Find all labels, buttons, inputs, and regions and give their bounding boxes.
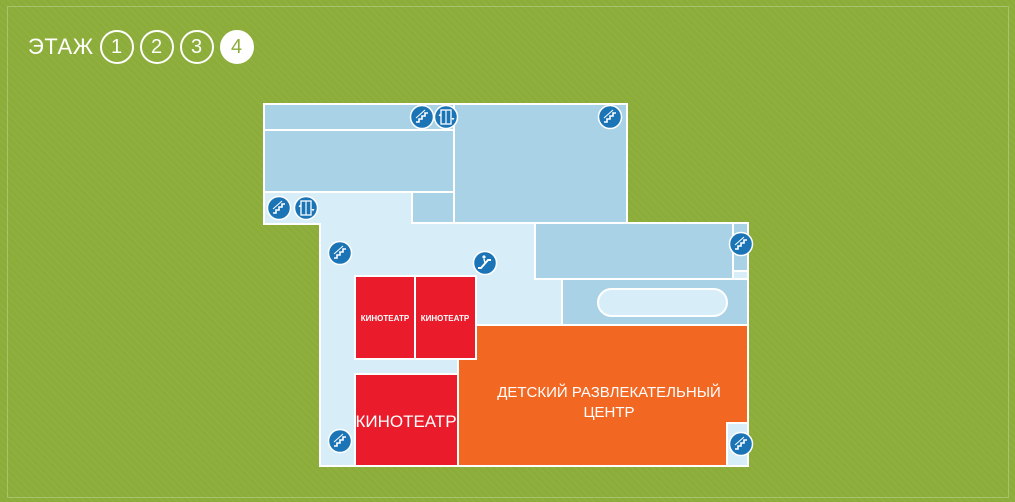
escalator-icon[interactable]	[472, 250, 498, 276]
store-left-block	[263, 129, 455, 193]
elevator-icon[interactable]	[433, 104, 459, 130]
cinema-small-2-label: КИНОТЕАТР	[421, 314, 470, 323]
store-right-a	[534, 222, 734, 280]
floor-selector: ЭТАЖ 1 2 3 4	[28, 28, 260, 66]
floor-button-3[interactable]: 3	[179, 30, 214, 64]
kids-center-label-line2: ЦЕНТР	[583, 404, 634, 421]
elevator-icon[interactable]	[293, 195, 319, 221]
floor-button-4[interactable]: 4	[219, 30, 254, 64]
cinema-large-label: КИНОТЕАТР	[355, 412, 456, 431]
stairs-icon[interactable]	[728, 431, 754, 457]
floor-button-2[interactable]: 2	[139, 30, 174, 64]
kids-center-label-line1: ДЕТСКИЙ РАЗВЛЕКАТЕЛЬНЫЙ	[497, 383, 721, 401]
atrium-opening	[597, 288, 728, 317]
cinema-small-2	[414, 275, 477, 360]
store-top-right	[453, 103, 628, 224]
cinema-small-1-label: КИНОТЕАТР	[361, 314, 410, 323]
floor-label: ЭТАЖ	[28, 34, 94, 59]
stairs-icon[interactable]	[327, 428, 353, 454]
stairs-icon[interactable]	[597, 104, 623, 130]
floor-button-1[interactable]: 1	[99, 30, 134, 64]
store-left-lower	[411, 191, 455, 224]
kids-center	[457, 324, 749, 467]
stairs-icon[interactable]	[327, 240, 353, 266]
stairs-icon[interactable]	[409, 104, 435, 130]
cinema-small-1	[354, 275, 416, 360]
stairs-icon[interactable]	[266, 195, 292, 221]
stairs-icon[interactable]	[728, 231, 754, 257]
